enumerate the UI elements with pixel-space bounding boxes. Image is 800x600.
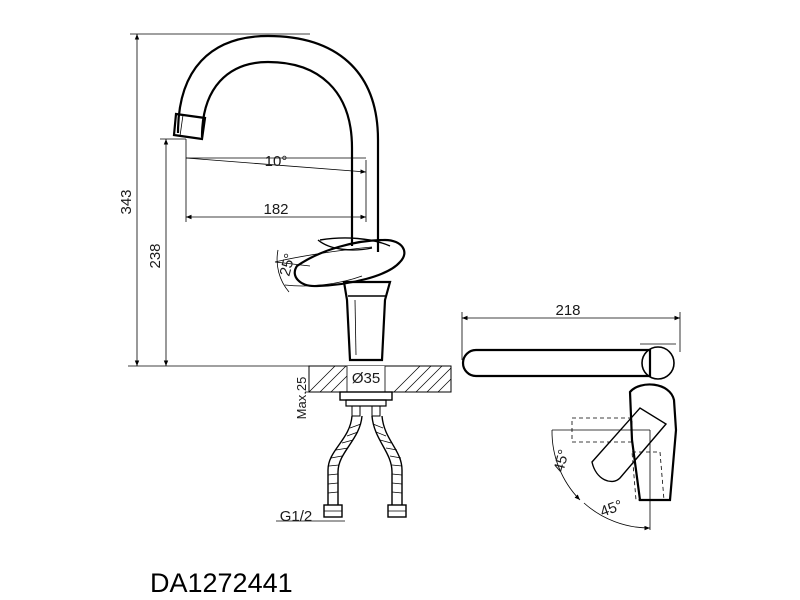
rotation-right-label: 45°	[598, 497, 625, 521]
thread-label: G1/2	[280, 508, 313, 525]
side-view	[128, 33, 452, 522]
rotation-left-label: 45°	[551, 448, 573, 474]
lever-angle-label: 25°	[277, 252, 299, 278]
hole-diameter-label: Ø35	[352, 370, 380, 387]
model-number: DA1272441	[150, 568, 293, 598]
spout-height-label: 238	[147, 243, 164, 268]
max-thickness-label: Max.25	[294, 377, 309, 420]
countertop	[308, 365, 452, 393]
spout-angle-label: 10°	[265, 153, 288, 170]
top-length-label: 218	[555, 302, 580, 319]
total-height-label: 343	[118, 189, 135, 214]
top-view	[461, 312, 681, 531]
reach-label: 182	[263, 201, 288, 218]
